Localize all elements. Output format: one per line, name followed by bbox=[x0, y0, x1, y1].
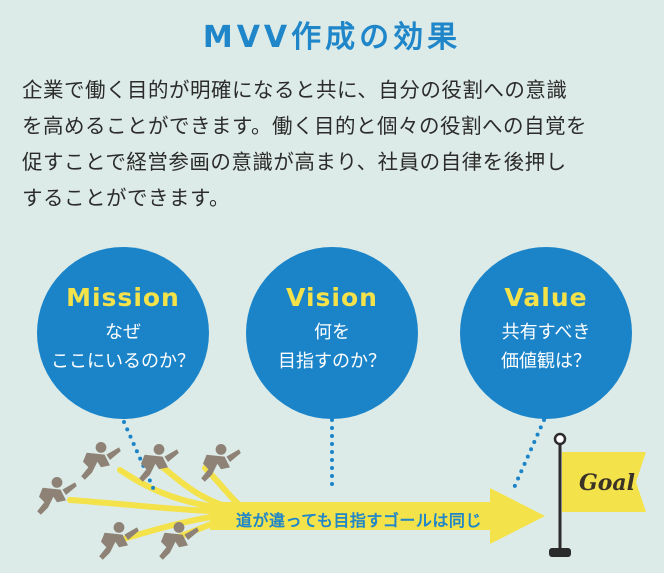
vision-line: 目指すのか？ bbox=[278, 351, 386, 372]
description-line: 促すことで経営参画の意識が高まり、社員の自律を後押し bbox=[22, 150, 567, 174]
vision-heading: Vision bbox=[286, 283, 378, 312]
page-title: MVV作成の効果 bbox=[202, 20, 462, 55]
runner-icon bbox=[37, 477, 77, 515]
description-line: を高めることができます。働く目的と個々の役割への自覚を bbox=[22, 114, 587, 138]
goal-label: Goal bbox=[578, 470, 636, 496]
description-line: 企業で働く目的が明確になると共に、自分の役割への意識 bbox=[22, 78, 568, 102]
goal-arrow bbox=[210, 488, 545, 544]
value-heading: Value bbox=[504, 283, 588, 312]
value-circle: Value 共有すべき 価値観は？ bbox=[460, 247, 632, 419]
runner-icon bbox=[99, 522, 139, 560]
description-line: することができます。 bbox=[22, 186, 230, 210]
runner-icon bbox=[201, 444, 241, 482]
vision-circle: Vision 何を 目指すのか？ bbox=[246, 247, 418, 419]
runner-icon bbox=[159, 522, 199, 560]
vision-line: 何を bbox=[314, 322, 350, 343]
value-line: 共有すべき bbox=[501, 322, 591, 343]
runners bbox=[37, 442, 241, 560]
arrow-label: 道が違っても目指すゴールは同じ bbox=[236, 511, 482, 530]
runner-icon bbox=[139, 444, 179, 482]
mission-line: ここにいるのか？ bbox=[51, 351, 195, 372]
description: 企業で働く目的が明確になると共に、自分の役割への意識 を高めることができます。働… bbox=[22, 72, 652, 216]
mission-line: なぜ bbox=[105, 322, 141, 343]
mission-circle: Mission なぜ ここにいるのか？ bbox=[37, 247, 209, 419]
value-line: 価値観は？ bbox=[501, 351, 591, 372]
value-connector bbox=[511, 418, 546, 492]
mission-heading: Mission bbox=[66, 283, 180, 312]
runner-icon bbox=[81, 442, 121, 480]
goal-flag-icon bbox=[549, 432, 646, 557]
